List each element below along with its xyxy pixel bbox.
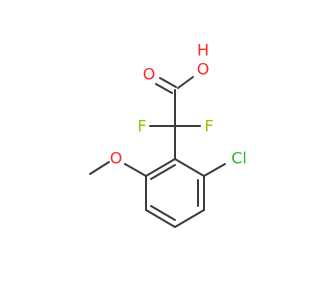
bonds [89,76,226,228]
ring-double-bond-top [150,164,176,180]
ring-bond-bottom-right [174,209,205,228]
fluorine-right-label: F [204,117,213,136]
bond-ring-chlorine [203,163,226,177]
chlorine-label: Cl [231,149,247,168]
bond-hydroxyl-carbon [177,76,194,89]
bond-methoxy-methyl [89,161,110,175]
ring-bond-top-right [174,158,205,177]
carbonyl-oxygen-label: O [143,65,156,84]
bond-carbonyl-1 [159,77,177,88]
ring-bond-top-left [145,158,176,177]
hydroxyl-oxygen-label: O [197,60,210,79]
bond-carbonyl-2 [155,83,173,94]
atom-labels: H O O F F O Cl [110,41,247,168]
ring-double-bond-bottom [150,205,176,221]
molecule-structure: H O O F F O Cl [89,41,247,228]
molecule-canvas: H O O F F O Cl [89,41,247,228]
fluorine-left-label: F [137,117,146,136]
hydroxyl-hydrogen-label: H [197,41,209,60]
methoxy-oxygen-label: O [110,149,123,168]
ring-bond-bottom-left [145,209,176,228]
bond-ring-methoxy-oxygen [124,163,147,177]
